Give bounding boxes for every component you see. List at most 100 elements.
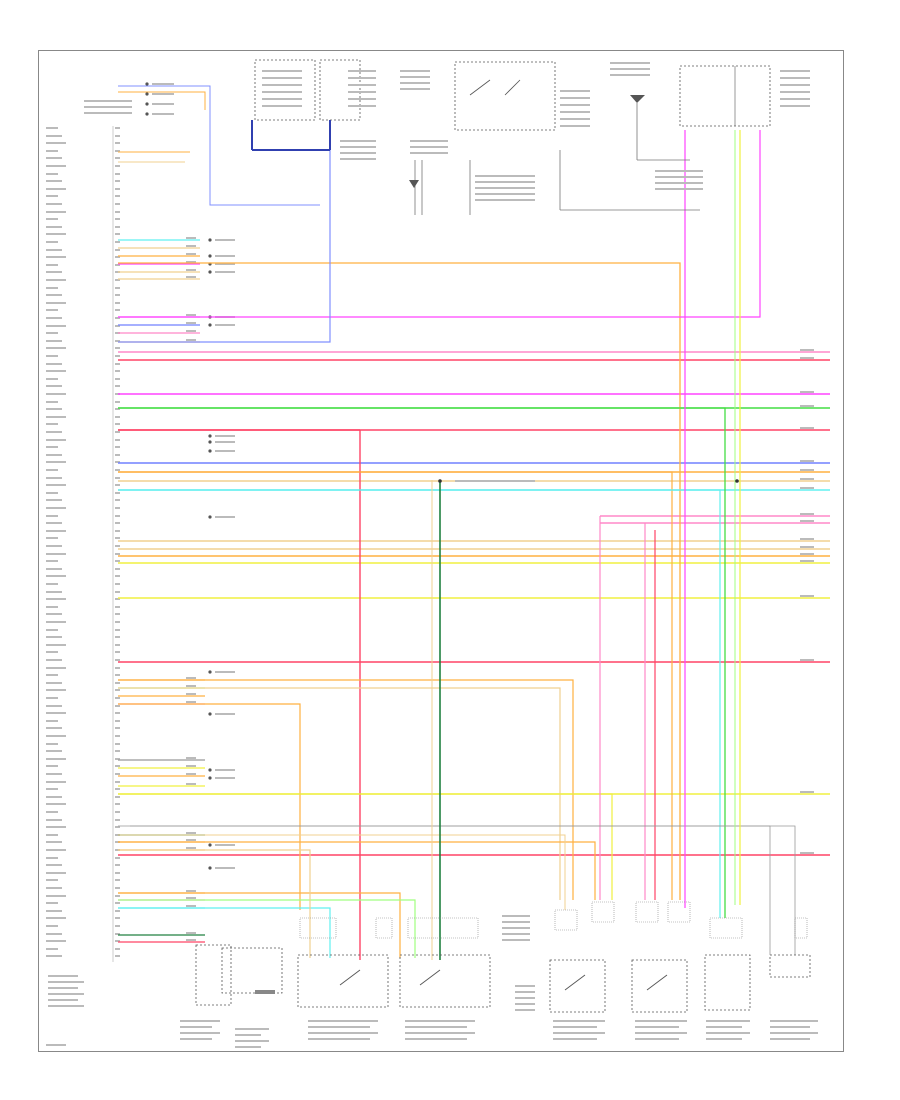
pin-number-label: [115, 226, 120, 228]
wire-color-label: [186, 685, 196, 687]
pin-name-label: [46, 765, 58, 767]
pin-number-label: [115, 765, 120, 767]
wire-color-label: [800, 405, 814, 407]
pin-number-label: [115, 682, 120, 684]
connector-symbol: [208, 515, 212, 519]
pin-name-label: [46, 507, 66, 509]
component-label: [780, 84, 810, 86]
pin-name-label: [46, 811, 58, 813]
component-label: [502, 927, 530, 929]
connector-pin: [145, 102, 149, 106]
pin-name-label: [46, 302, 66, 304]
pin-number-label: [115, 393, 120, 395]
pin-name-label: [46, 636, 62, 638]
component-label: [308, 1026, 370, 1028]
pin-name-label: [46, 857, 58, 859]
connector-pins-icon: [255, 990, 275, 994]
wire-orange-long: [118, 262, 681, 900]
pin-name-label: [46, 317, 62, 319]
component-label: [560, 97, 590, 99]
pin-number-label: [115, 195, 120, 197]
pin-name-label: [46, 393, 66, 395]
sensor-element-icon: [646, 974, 668, 991]
pin-number-label: [115, 895, 120, 897]
pin-number-label: [115, 553, 120, 555]
pin-name-label: [46, 309, 58, 311]
pin-name-label: [46, 841, 62, 843]
wire-color-label: [800, 487, 814, 489]
pin-number-label: [115, 294, 120, 296]
footer-code-label: [46, 1044, 66, 1046]
pin-number-label: [115, 879, 120, 881]
wire-blue-top: [118, 130, 331, 343]
connector-block: [554, 909, 578, 931]
pin-number-label: [115, 591, 120, 593]
wire-color-label: [186, 330, 196, 332]
pin-name-label: [46, 788, 58, 790]
wire-green-long: [118, 407, 726, 918]
connector-symbol: [208, 323, 212, 327]
pin-number-label: [115, 819, 120, 821]
wire-color-label: [186, 693, 196, 695]
pin-name-label: [46, 188, 66, 190]
pin-name-label: [46, 796, 62, 798]
component-label: [610, 74, 650, 76]
component-label: [706, 1020, 750, 1022]
pin-number-label: [115, 788, 120, 790]
pin-number-label: [115, 583, 120, 585]
connector-label: [215, 450, 235, 452]
component-label: [780, 91, 810, 93]
pin-number-label: [115, 834, 120, 836]
pin-name-label: [46, 416, 66, 418]
pin-number-label: [115, 735, 120, 737]
pin-name-label: [46, 461, 66, 463]
component-label: [515, 991, 535, 993]
pin-number-label: [115, 401, 120, 403]
component-label: [340, 152, 376, 154]
wire-orange-2: [118, 471, 673, 900]
pin-name-label: [46, 135, 62, 137]
pin-name-label: [46, 598, 66, 600]
wire-color-label: [186, 677, 196, 679]
pin-number-label: [115, 644, 120, 646]
module-title-label: [48, 987, 78, 989]
wire-tan-7: [118, 849, 311, 958]
wire-color-label: [186, 322, 196, 324]
component-label: [770, 1026, 810, 1028]
wire-color-label: [800, 852, 814, 854]
pin-name-label: [46, 819, 62, 821]
pin-number-label: [115, 545, 120, 547]
pin-number-label: [115, 416, 120, 418]
connector-label: [215, 324, 235, 326]
connector-label: [215, 713, 235, 715]
component-label: [560, 90, 590, 92]
wire-color-label: [186, 939, 196, 941]
pin-name-label: [46, 803, 66, 805]
wire-color-label: [800, 546, 814, 548]
pin-number-label: [115, 705, 120, 707]
component-label: [340, 146, 376, 148]
pin-number-label: [115, 142, 120, 144]
connector-symbol: [208, 270, 212, 274]
pin-number-label: [115, 264, 120, 266]
pin-name-label: [46, 705, 62, 707]
connector-block: [794, 917, 808, 939]
pin-name-label: [46, 849, 66, 851]
connector-label: [215, 441, 235, 443]
sensor-symbol-icon: [630, 95, 645, 103]
pin-number-label: [115, 218, 120, 220]
component-label: [780, 98, 810, 100]
pin-number-label: [115, 347, 120, 349]
pin-name-label: [46, 173, 58, 175]
pin-number-label: [115, 484, 120, 486]
pin-number-label: [115, 454, 120, 456]
pin-number-label: [115, 340, 120, 342]
pin-name-label: [46, 887, 62, 889]
pin-number-label: [115, 370, 120, 372]
pin-number-label: [115, 165, 120, 167]
connector-label: [215, 435, 235, 437]
component-label: [706, 1038, 742, 1040]
pin-name-label: [46, 575, 66, 577]
pin-name-label: [46, 902, 58, 904]
wire-yellow-4: [118, 793, 613, 900]
